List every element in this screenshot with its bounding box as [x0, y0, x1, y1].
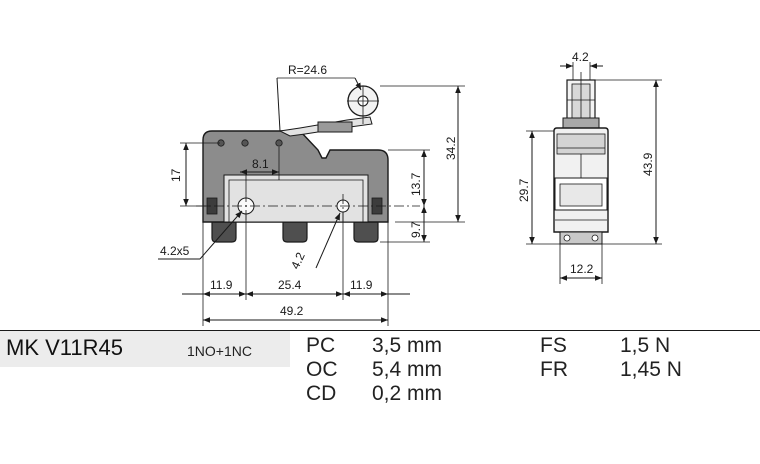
- body-window: [223, 174, 369, 223]
- dim-25-4: 25.4: [278, 278, 302, 292]
- dim-29-7: 29.7: [517, 178, 531, 202]
- model-name: MK V11R45: [6, 335, 123, 360]
- front-view: R=24.6 34.2 13.7 9.7 17 8.1 4.2x5 4.2: [158, 63, 465, 326]
- divider-line: [0, 330, 760, 331]
- spec-value-cd: 0,2 mm: [372, 382, 443, 405]
- top-hole: [275, 139, 283, 147]
- dim-13-7: 13.7: [409, 172, 423, 196]
- contact-configuration: 1NO+1NC: [187, 343, 252, 359]
- dim-17: 17: [169, 168, 183, 182]
- terminal-middle: [282, 221, 308, 243]
- technical-drawing: R=24.6 34.2 13.7 9.7 17 8.1 4.2x5 4.2: [158, 50, 662, 326]
- dim-12-2: 12.2: [570, 262, 594, 276]
- dim-pin: 4.2: [288, 250, 308, 271]
- dim-11-9-right: 11.9: [350, 278, 373, 292]
- top-hole: [241, 139, 249, 147]
- spec-value-fs: 1,5 N: [620, 334, 671, 357]
- dim-11-9-left: 11.9: [210, 278, 233, 292]
- side-view: 4.2 29.7 43.9 12.2: [517, 50, 662, 284]
- model-band: [0, 331, 290, 367]
- dim-radius: R=24.6: [288, 63, 327, 77]
- dim-width-top: 4.2: [572, 50, 589, 64]
- spec-key-pc: PC: [306, 334, 336, 357]
- dim-34-2: 34.2: [444, 136, 458, 160]
- spec-value-oc: 5,4 mm: [372, 358, 443, 381]
- spec-value-pc: 3,5 mm: [372, 334, 443, 357]
- spec-key-fr: FR: [540, 358, 568, 381]
- dim-8-1: 8.1: [252, 157, 269, 171]
- dim-43-9: 43.9: [641, 152, 655, 176]
- spec-key-cd: CD: [306, 382, 337, 405]
- spec-value-fr: 1,45 N: [620, 358, 682, 381]
- spec-key-fs: FS: [540, 334, 567, 357]
- dim-hole: 4.2x5: [160, 244, 190, 258]
- terminal-right: [353, 221, 379, 243]
- dim-9-7: 9.7: [409, 221, 423, 238]
- dim-49-2: 49.2: [280, 304, 304, 318]
- spec-key-oc: OC: [306, 358, 338, 381]
